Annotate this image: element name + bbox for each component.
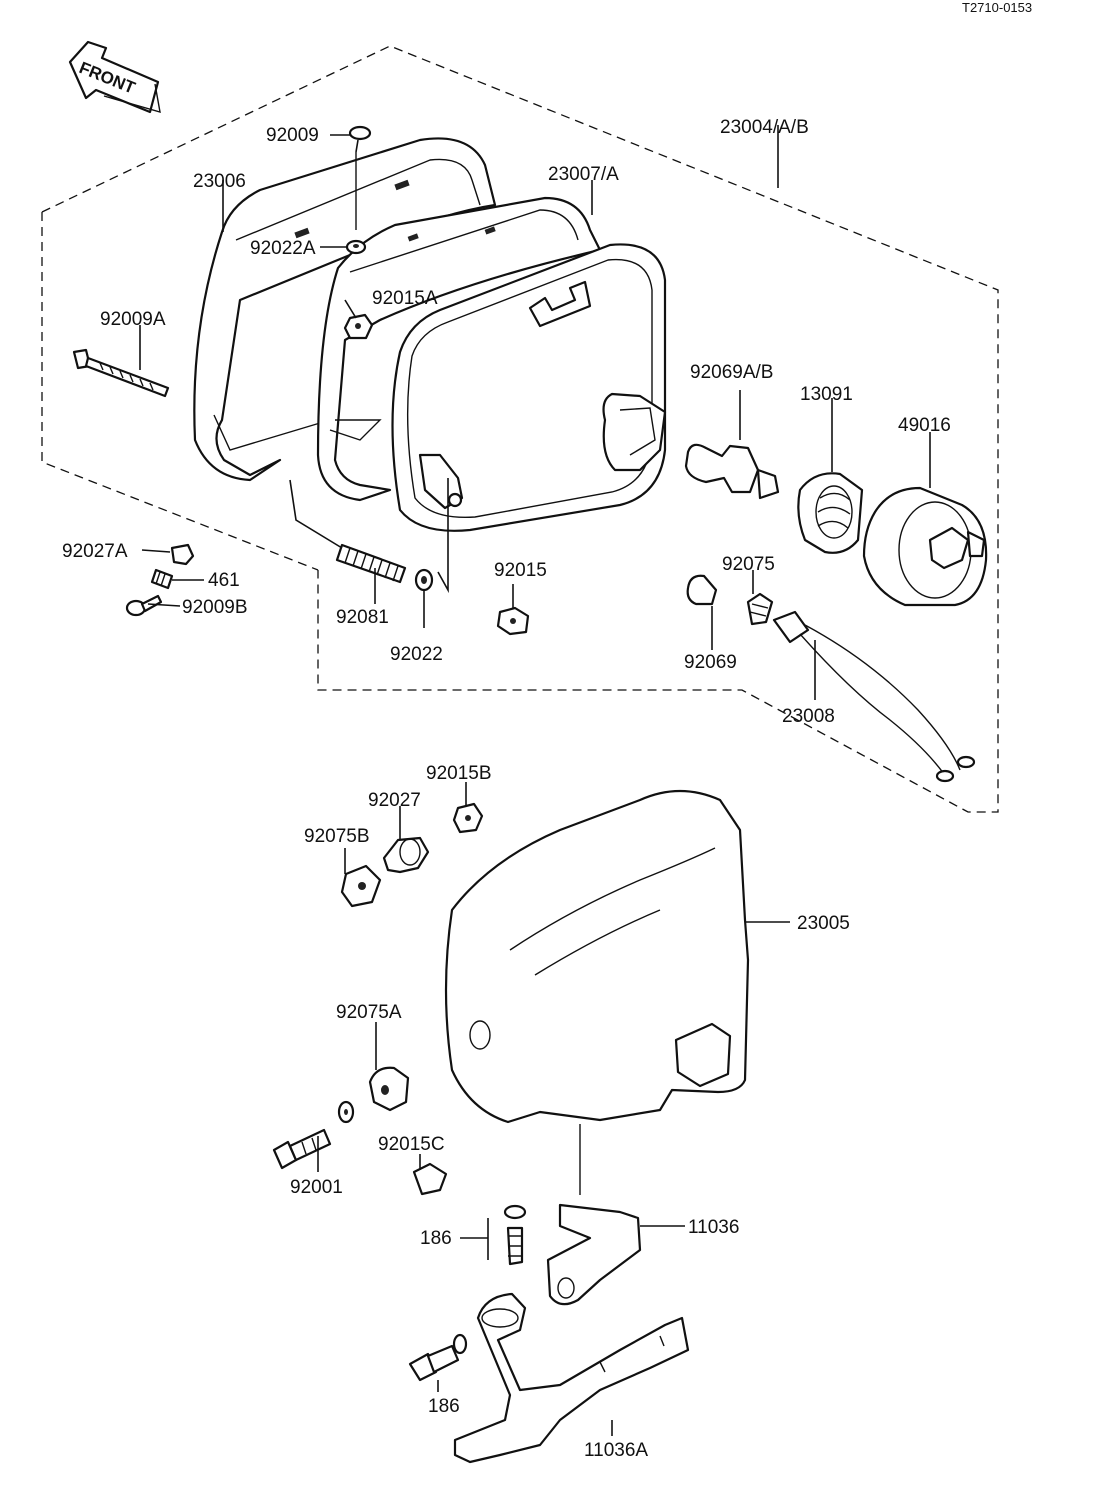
nut-92015 [496, 606, 530, 636]
label-92015A: 92015A [372, 288, 438, 309]
bolt-92001 [272, 1100, 355, 1170]
label-92015: 92015 [494, 560, 547, 581]
label-92027A: 92027A [62, 541, 128, 562]
washer-92022A [345, 239, 367, 255]
grommet-92075B [340, 864, 382, 908]
label-92069AB: 92069A/B [690, 362, 773, 383]
washer-92022 [414, 568, 434, 592]
leader-lines [139, 125, 931, 1436]
label-92069: 92069 [684, 652, 737, 673]
nut-92015A [343, 313, 374, 340]
label-92001: 92001 [290, 1177, 343, 1198]
bolt-186-lower [408, 1333, 468, 1382]
label-92015B: 92015B [426, 763, 492, 784]
label-186-upper: 186 [420, 1228, 452, 1249]
label-461: 461 [208, 570, 240, 591]
label-186-lower: 186 [428, 1396, 460, 1417]
label-92009A: 92009A [100, 309, 166, 330]
label-92027: 92027 [368, 790, 421, 811]
label-23006: 23006 [193, 171, 246, 192]
spring-461 [150, 568, 174, 590]
grommet-92075A [368, 1066, 410, 1112]
bolt-92009A [72, 348, 170, 398]
bolt-186-upper [503, 1204, 527, 1266]
front-arrow-icon: FRONT [68, 40, 161, 114]
assembly-outline [41, 45, 999, 813]
label-49016: 49016 [898, 415, 951, 436]
nut-92015B [452, 802, 484, 834]
label-23007: 23007/A [548, 164, 619, 185]
bracket-11036A [453, 1292, 690, 1464]
label-92009B: 92009B [182, 597, 248, 618]
pilot-bulb-92069 [686, 574, 718, 606]
headlight-housing-23005 [444, 789, 750, 1124]
part-labels: 23004/A/B 23006 92009 23007/A 92022A 920… [62, 117, 951, 1461]
label-92015C: 92015C [378, 1134, 445, 1155]
label-11036A: 11036A [584, 1440, 648, 1461]
label-92009: 92009 [266, 125, 319, 146]
nut-92015C [412, 1162, 448, 1196]
label-92022: 92022 [390, 644, 443, 665]
label-13091: 13091 [800, 384, 853, 405]
bulb-socket-13091 [797, 472, 864, 554]
label-23005: 23005 [797, 913, 850, 934]
label-92081: 92081 [336, 607, 389, 628]
diagram-code: T2710-0153 [962, 0, 1032, 15]
headlight-unit [391, 243, 667, 532]
label-92022A: 92022A [250, 238, 316, 259]
grommet-92075 [746, 592, 774, 626]
headlight-bulb [684, 390, 780, 500]
label-23004: 23004/A/B [720, 117, 809, 138]
screw-92009 [348, 125, 372, 230]
label-92075B: 92075B [304, 826, 370, 847]
cap-92027A [170, 543, 195, 566]
wire-harness-23008 [772, 610, 976, 783]
damper-92027 [382, 836, 430, 874]
headlight-cover-49016 [862, 486, 988, 607]
screw-92009B [125, 594, 163, 617]
label-23008: 23008 [782, 706, 835, 727]
label-11036: 11036 [688, 1217, 739, 1238]
bracket-11036 [546, 1124, 642, 1306]
label-92075A: 92075A [336, 1002, 402, 1023]
retaining-frame [316, 196, 602, 502]
spring-92081 [335, 543, 407, 584]
label-92075: 92075 [722, 554, 775, 575]
